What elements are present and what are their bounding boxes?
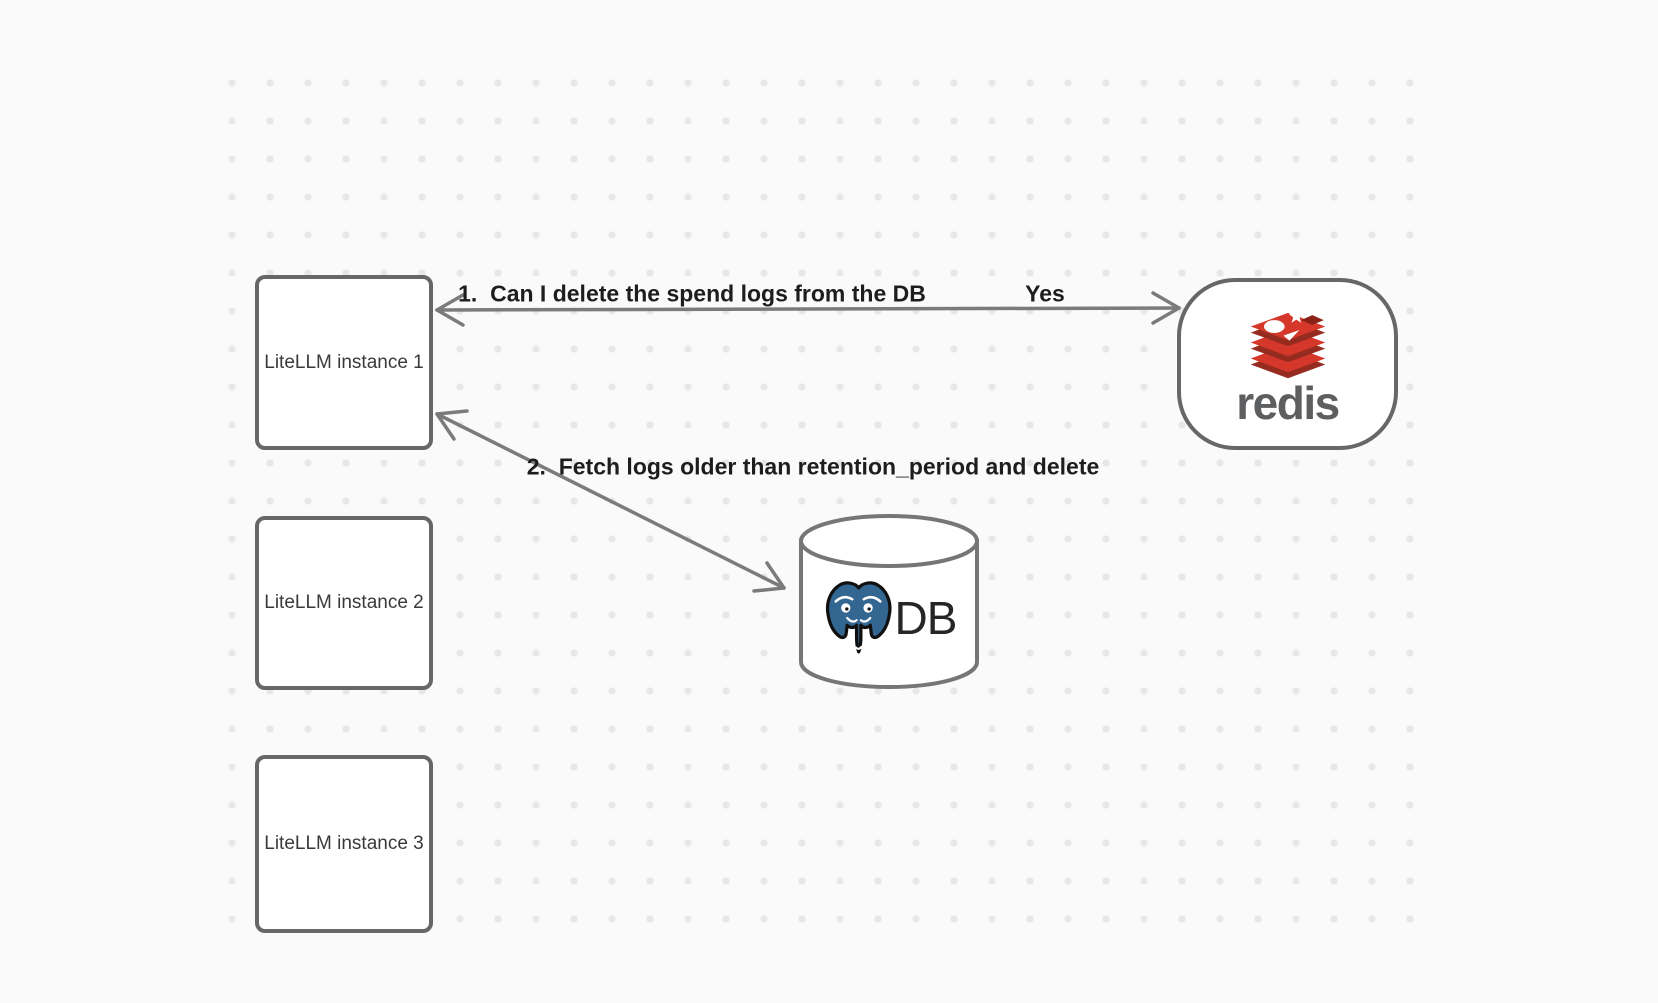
node-litellm-instance-3-label: LiteLLM instance 3 [264,833,424,854]
redis-logo-icon [1250,308,1325,379]
node-redis[interactable]: redis [1177,278,1398,450]
node-litellm-instance-1-label: LiteLLM instance 1 [264,351,424,373]
redis-wordmark: redis [1236,377,1340,429]
node-litellm-instance-2[interactable]: LiteLLM instance 2 [255,516,433,690]
db-label: DB [894,592,958,644]
edge1-response-label: Yes [1025,280,1065,307]
edge2-label: 2. Fetch logs older than retention_perio… [526,453,1100,480]
node-litellm-instance-3[interactable]: LiteLLM instance 3 [255,755,433,933]
edge1-label: 1. Can I delete the spend logs from the … [458,280,926,307]
postgresql-elephant-icon [825,581,892,654]
node-db[interactable]: DB [798,513,980,690]
node-litellm-instance-1[interactable]: LiteLLM instance 1 [255,275,433,450]
node-litellm-instance-2-label: LiteLLM instance 2 [264,592,424,613]
db-content: DB [798,579,980,657]
